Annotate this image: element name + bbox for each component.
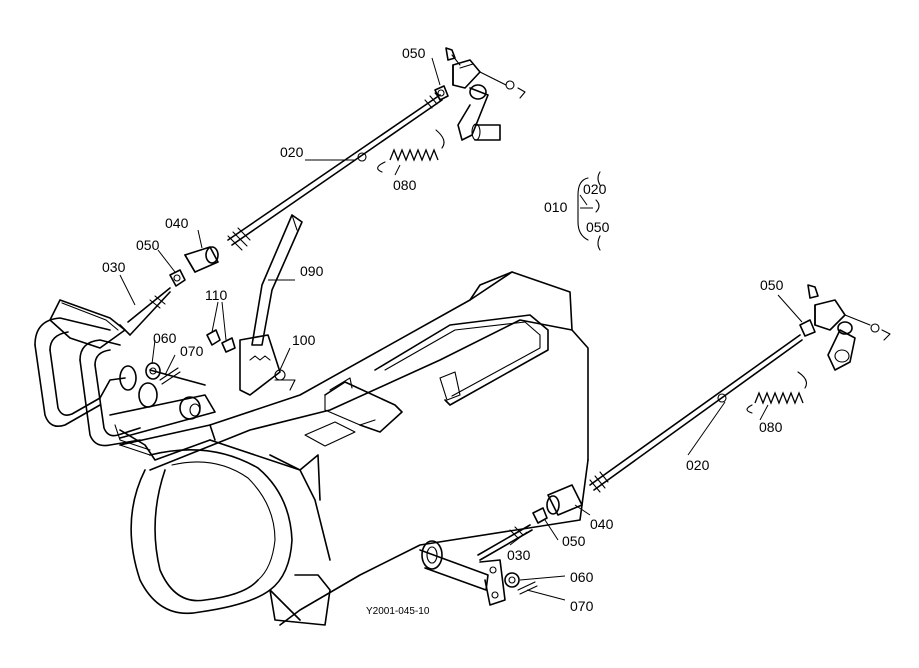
right-brake-rod bbox=[477, 319, 816, 561]
rear-flange bbox=[119, 444, 331, 626]
right-spring bbox=[746, 371, 807, 414]
label-090: 090 bbox=[300, 263, 324, 279]
lever-nuts bbox=[206, 329, 236, 353]
label-070-right: 070 bbox=[570, 598, 594, 614]
label-050-bottom-right: 050 bbox=[562, 533, 586, 549]
label-020-left: 020 bbox=[280, 144, 304, 160]
label-050-mid-left: 050 bbox=[136, 237, 160, 253]
label-010-member-020: 020 bbox=[583, 181, 607, 197]
parking-brake-lever bbox=[239, 214, 303, 396]
assembly-bracket bbox=[577, 171, 601, 251]
leader-lines bbox=[119, 57, 803, 601]
label-030-right: 030 bbox=[507, 547, 531, 563]
label-020-right: 020 bbox=[686, 457, 710, 473]
label-010-member-050: 050 bbox=[586, 219, 610, 235]
brake-pedals bbox=[34, 299, 216, 461]
label-080-right: 080 bbox=[759, 419, 783, 435]
left-spring bbox=[377, 129, 445, 173]
transmission-housing bbox=[119, 271, 589, 626]
drawing-code: Y2001-045-10 bbox=[366, 606, 430, 617]
label-050-top-right: 050 bbox=[760, 277, 784, 293]
label-010: 010 bbox=[544, 199, 568, 215]
label-060-right: 060 bbox=[570, 569, 594, 585]
left-clevis bbox=[445, 47, 526, 141]
label-040-right: 040 bbox=[590, 516, 614, 532]
part-labels: 050 020 080 040 050 030 090 110 100 060 … bbox=[102, 45, 784, 617]
label-060-left: 060 bbox=[153, 330, 177, 346]
label-050-top-left: 050 bbox=[402, 45, 426, 61]
right-clevis bbox=[807, 284, 891, 371]
left-brake-rod bbox=[119, 85, 449, 385]
label-110: 110 bbox=[205, 287, 228, 303]
label-030-left: 030 bbox=[102, 259, 126, 275]
label-070-left: 070 bbox=[180, 343, 204, 359]
label-040-left: 040 bbox=[165, 215, 189, 231]
label-100: 100 bbox=[292, 332, 316, 348]
label-080-left: 080 bbox=[393, 177, 417, 193]
